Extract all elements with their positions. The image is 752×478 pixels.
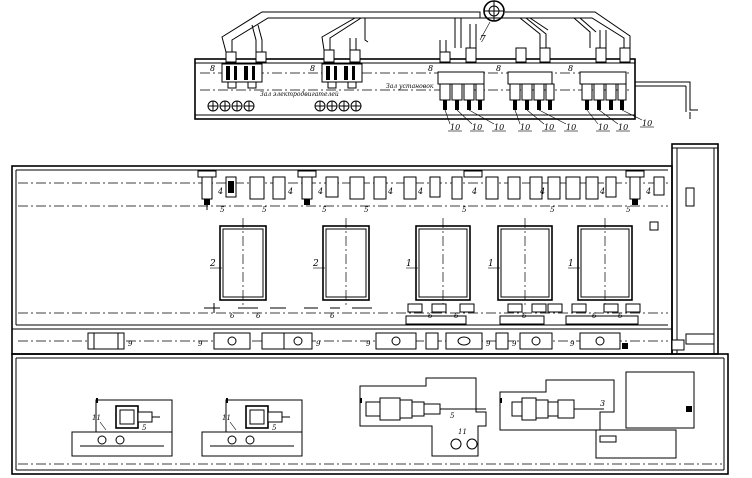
machine-unit-left-1: 11 5 [71,399,173,457]
callout-number: 11 [458,428,467,436]
callout-number: 10 [566,123,576,132]
callout-number: 10 [598,123,608,132]
machine-unit-center: 5 11 [359,377,487,457]
valve-row-left [207,100,255,112]
pump-set-b [321,63,363,89]
callout-number: 9 [366,340,371,348]
callout-number: 10 [472,123,482,132]
callout-number: 10 [642,119,652,128]
callout-number: 9 [128,340,133,348]
tank-row: 2 2 1 1 1 [209,218,659,308]
callout-number: 4 [417,187,423,196]
callout-number: 11 [92,414,101,422]
pump-group-3 [579,71,627,110]
callout-number: 6 [256,312,261,320]
callout-number: 4 [387,187,393,196]
bay-label-1: 8 [210,64,215,73]
valve-row-right [314,100,362,112]
top-equipment-room: 7 8 8 8 8 8 Зал электродвигателей Зал ус… [194,0,698,132]
callout-number: 6 [454,312,459,320]
column-markers [96,398,502,403]
machine-unit-left-2: 11 5 [201,399,303,457]
equipment-row-9: 9 9 9 9 9 9 9 [87,332,628,350]
callout-number: 9 [512,340,517,348]
machine-room: 11 5 11 5 [11,353,729,475]
callout-number: 10 [618,123,628,132]
top-room-outline [194,58,636,120]
callout-number: 4 [287,187,293,196]
callout-number: 1 [488,259,494,269]
fan-icon [480,0,508,22]
bay-label-4: 8 [496,64,501,73]
callout-number: 9 [316,340,321,348]
callout-number: 2 [312,259,319,269]
callout-number: 9 [198,340,203,348]
callout-number: 5 [626,206,631,214]
fan-label: 7 [480,35,486,45]
pump-set-a [221,63,263,89]
callout-number: 4 [599,187,605,196]
callout-number: 9 [570,340,575,348]
callout-number: 6 [618,312,623,320]
callout-number: 6 [592,312,597,320]
main-hall: 4 4 4 4 4 4 4 4 4 5 5 5 5 5 5 5 [11,143,719,355]
callouts-item-10: 10 10 10 10 10 10 10 10 10 [444,109,654,132]
callout-number: 1 [406,259,412,269]
callout-number: 5 [322,206,327,214]
callout-number: 2 [209,259,216,269]
callout-number: 10 [544,123,554,132]
bay-label-5: 8 [568,64,573,73]
cell-row-top: 4 4 4 4 4 4 4 4 4 5 5 5 5 5 5 5 [197,170,665,214]
callout-number: 5 [262,206,267,214]
hall-label-units: Зал установок [386,83,434,90]
callout-number: 9 [486,340,491,348]
callout-number: 10 [450,123,460,132]
callout-number: 6 [428,312,433,320]
callout-number: 4 [217,187,223,196]
machine-unit-right: 3 [499,371,695,459]
valve-row-bottom: 6 6 6 6 6 6 6 6 [204,303,641,325]
callout-number: 11 [222,414,231,422]
callout-number: 5 [272,424,277,432]
callout-number: 5 [220,206,225,214]
air-duct-main [221,11,481,53]
callout-number: 1 [568,259,574,269]
callout-number: 4 [317,187,323,196]
callout-number: 5 [364,206,369,214]
callout-number: 5 [462,206,467,214]
pump-group-2 [507,71,555,110]
callout-number: 5 [550,206,555,214]
bay-label-2: 8 [310,64,315,73]
callout-number: 3 [600,399,605,408]
machine-room-outline [11,353,729,475]
bay-label-3: 8 [428,64,433,73]
callout-number: 10 [494,123,504,132]
callout-number: 10 [520,123,530,132]
callout-number: 4 [471,187,477,196]
callout-number: 6 [522,312,527,320]
callout-number: 6 [330,312,335,320]
callout-number: 4 [645,187,651,196]
pump-group-1 [437,71,485,110]
callout-number: 5 [450,412,455,420]
callout-number: 4 [539,187,545,196]
callout-number: 6 [230,312,235,320]
hall-label-motors: Зал электродвигателей [260,91,339,98]
callout-number: 5 [142,424,147,432]
